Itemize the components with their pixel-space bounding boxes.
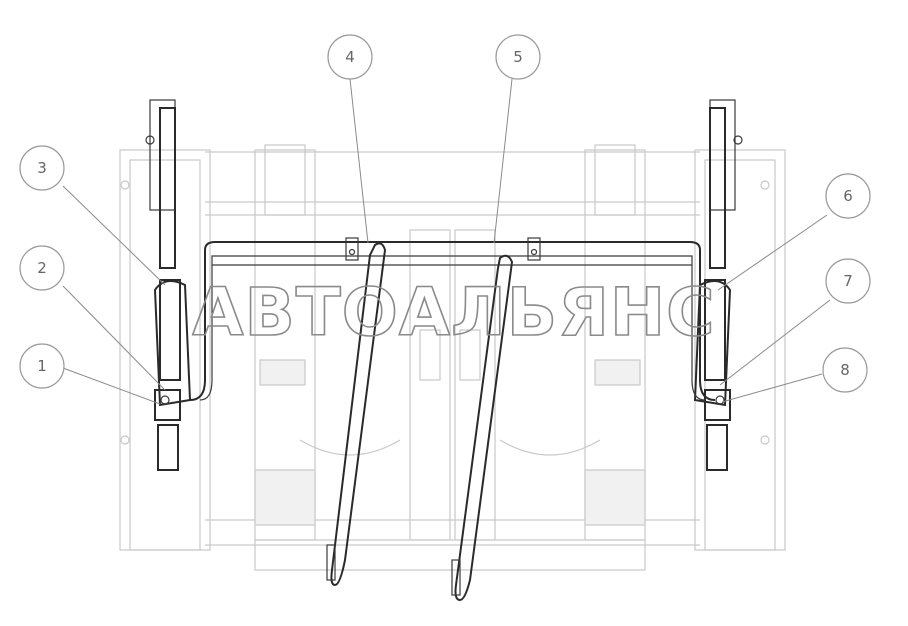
leader-6	[717, 214, 828, 291]
callout-6-label: 6	[843, 187, 853, 205]
callout-2-label: 2	[37, 259, 47, 277]
watermark: АВТОАЛЬЯНС	[192, 274, 715, 351]
callout-4: 4	[327, 34, 373, 80]
callout-8-circle	[822, 347, 868, 393]
left-cylinder	[145, 99, 192, 471]
control-rods	[326, 242, 514, 602]
leader-8	[721, 373, 823, 403]
background-frame	[119, 144, 786, 571]
callout-6: 6	[825, 173, 871, 219]
callout-8-label: 8	[840, 361, 850, 379]
callout-3-label: 3	[37, 159, 47, 177]
callout-3-circle	[19, 145, 65, 191]
callout-1: 1	[19, 343, 65, 389]
callout-4-label: 4	[345, 48, 355, 66]
leader-4	[349, 78, 369, 244]
leader-5	[493, 78, 513, 244]
leader-7	[719, 299, 831, 386]
callout-7: 7	[825, 258, 871, 304]
callout-5-label: 5	[513, 48, 523, 66]
callout-3: 3	[19, 145, 65, 191]
callout-6-circle	[825, 173, 871, 219]
callout-5: 5	[495, 34, 541, 80]
callout-7-circle	[825, 258, 871, 304]
linkage-bar	[189, 237, 716, 401]
callout-2-circle	[19, 245, 65, 291]
leader-1	[62, 367, 161, 405]
callout-4-circle	[327, 34, 373, 80]
callout-1-circle	[19, 343, 65, 389]
callout-2: 2	[19, 245, 65, 291]
callout-5-circle	[495, 34, 541, 80]
callout-8: 8	[822, 347, 868, 393]
leader-3	[62, 185, 166, 286]
leader-2	[62, 285, 166, 391]
leader-lines	[62, 78, 831, 405]
right-cylinder	[693, 99, 743, 471]
callout-1-label: 1	[37, 357, 47, 375]
callout-7-label: 7	[843, 272, 853, 290]
